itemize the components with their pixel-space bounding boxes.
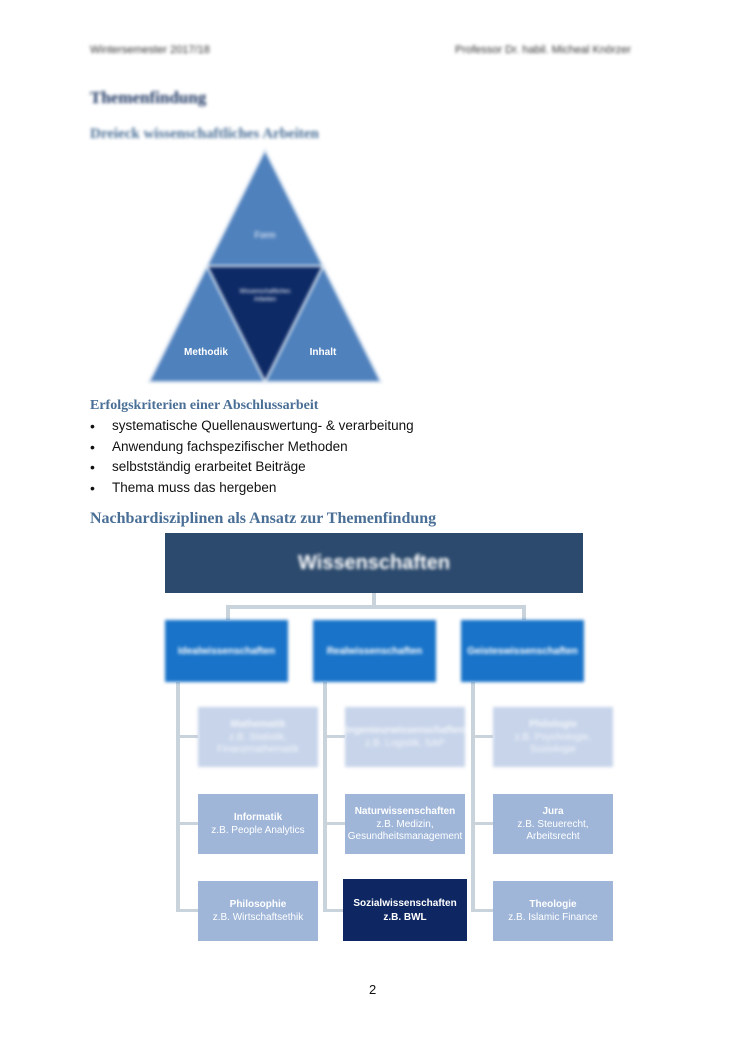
discipline-example: z.B. Psychologie, Soziologie <box>514 731 592 755</box>
connector-line <box>226 605 230 620</box>
discipline-node: Jura z.B. Steuerecht, Arbeitsrecht <box>493 794 613 854</box>
discipline-name: Philosophie <box>229 898 287 910</box>
discipline-name: Jura <box>542 805 564 817</box>
discipline-node: Naturwissenschaften z.B. Medizin, Gesund… <box>345 794 465 854</box>
triangle-center <box>205 265 325 385</box>
discipline-node: Mathematik z.B. Statistik, Finanzmathema… <box>198 707 318 767</box>
connector-line <box>176 822 198 825</box>
connector-line <box>176 682 180 912</box>
list-item: Anwendung fachspezifischer Methoden <box>88 437 414 458</box>
discipline-example: z.B. Wirtschaftsethik <box>212 911 304 923</box>
discipline-example: z.B. BWL <box>383 911 427 923</box>
category-node: Geisteswissenschaften <box>461 620 584 682</box>
discipline-name: Mathematik <box>230 718 286 730</box>
category-label: Realwissenschaften <box>326 645 423 657</box>
running-header-right: Professor Dr. habil. Micheal Knörzer <box>455 44 632 56</box>
connector-line <box>323 682 327 912</box>
connector-line <box>323 735 345 738</box>
discipline-example: z.B. People Analytics <box>211 824 305 836</box>
discipline-name: Ingenieurwissenschaften <box>345 724 465 736</box>
triangle-diagram: Form Wissenschaftliches Arbeiten Methodi… <box>147 147 383 385</box>
triangle-shapes: Form Wissenschaftliches Arbeiten <box>147 147 383 385</box>
page-number: 2 <box>369 982 377 997</box>
connector-line <box>323 822 345 825</box>
category-label: Geisteswissenschaften <box>467 645 578 657</box>
discipline-node: Ingenieurwissenschaften z.B. Logistik, S… <box>345 707 465 767</box>
triangle-center-label-2: Arbeiten <box>254 297 276 303</box>
category-node: Realwissenschaften <box>313 620 436 682</box>
page-title: Themenfindung <box>90 88 207 107</box>
triangle-top <box>205 147 325 267</box>
list-item: Thema muss das hergeben <box>88 478 414 499</box>
discipline-node-highlighted: Sozialwissenschaften z.B. BWL <box>343 879 467 941</box>
disciplines-heading: Nachbardisziplinen als Ansatz zur Themen… <box>90 510 437 527</box>
root-label: Wissenschaften <box>297 551 451 574</box>
discipline-example: z.B. Logistik, SAP <box>365 737 445 749</box>
discipline-name: Sozialwissenschaften <box>353 897 457 909</box>
discipline-node: Philosophie z.B. Wirtschaftsethik <box>198 881 318 941</box>
discipline-name: Informatik <box>233 811 283 823</box>
category-node: Idealwissenschaften <box>165 620 288 682</box>
running-header-left: Wintersemester 2017/18 <box>90 44 210 56</box>
connector-line <box>372 593 376 607</box>
triangle-left-label: Methodik <box>184 347 228 358</box>
discipline-name: Naturwissenschaften <box>354 805 456 817</box>
list-item: selbstständig erarbeitet Beiträge <box>88 457 414 478</box>
triangle-heading: Dreieck wissenschaftliches Arbeiten <box>90 126 319 142</box>
connector-line <box>226 605 524 609</box>
discipline-name: Theologie <box>529 898 577 910</box>
triangle-right-label: Inhalt <box>310 347 337 358</box>
triangle-top-label: Form <box>255 230 276 240</box>
connector-line <box>176 735 198 738</box>
connector-line <box>471 909 493 912</box>
list-item: systematische Quellenauswertung- & verar… <box>88 416 414 437</box>
root-node: Wissenschaften <box>165 533 583 593</box>
connector-line <box>522 605 526 620</box>
discipline-example: z.B. Islamic Finance <box>508 911 598 923</box>
discipline-example: z.B. Steuerecht, Arbeitsrecht <box>517 818 589 842</box>
discipline-example: z.B. Medizin, Gesundheitsmanagement <box>347 818 463 842</box>
discipline-node: Informatik z.B. People Analytics <box>198 794 318 854</box>
discipline-node: Theologie z.B. Islamic Finance <box>493 881 613 941</box>
connector-line <box>471 822 493 825</box>
discipline-example: z.B. Statistik, Finanzmathematik <box>217 731 299 755</box>
triangle-center-label-1: Wissenschaftliches <box>239 289 290 295</box>
connector-line <box>471 735 493 738</box>
connector-line <box>471 682 475 912</box>
discipline-node: Philologie z.B. Psychologie, Soziologie <box>493 707 613 767</box>
connector-line <box>323 909 345 912</box>
discipline-name: Philologie <box>529 718 577 730</box>
category-label: Idealwissenschaften <box>177 645 276 657</box>
connector-line <box>176 909 198 912</box>
criteria-list: systematische Quellenauswertung- & verar… <box>88 416 414 498</box>
criteria-heading: Erfolgskriterien einer Abschlussarbeit <box>90 398 319 413</box>
